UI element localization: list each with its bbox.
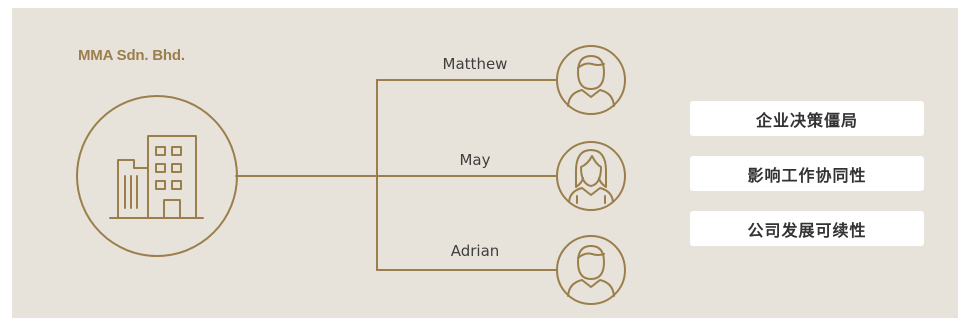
company-name: MMA Sdn. Bhd. [78,47,185,64]
man-avatar-icon [556,45,626,115]
person-name-may: May [459,151,491,169]
impact-tag: 企业决策僵局 [690,101,924,136]
person-name-adrian: Adrian [450,242,500,260]
impact-tag: 影响工作协同性 [690,156,924,191]
person-name-matthew: Matthew [442,55,508,73]
impact-tag-list: 企业决策僵局 影响工作协同性 公司发展可续性 [690,101,924,266]
man-avatar-icon [556,235,626,305]
impact-tag: 公司发展可续性 [690,211,924,246]
office-building-icon [76,95,238,257]
connector-lines [235,79,558,271]
woman-avatar-icon [556,141,626,211]
